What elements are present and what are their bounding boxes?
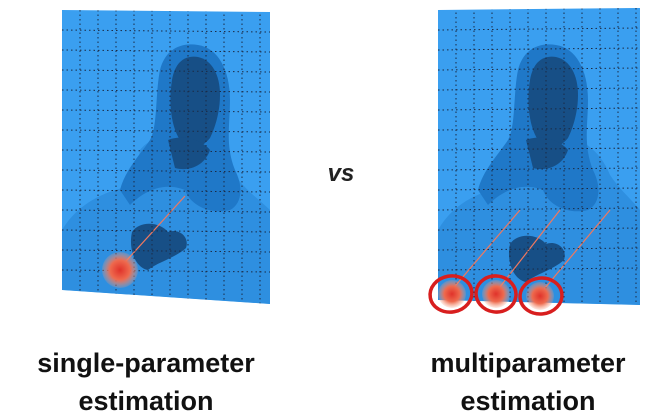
multiparameter-illustration [428, 8, 640, 316]
multiparameter-panel [410, 0, 640, 320]
grid-lines [438, 8, 640, 305]
uncertainty-ring-1 [428, 274, 474, 314]
grid-lines [62, 10, 270, 304]
uncertainty-ring-2 [474, 274, 518, 314]
caption-line-2: estimation [460, 386, 596, 416]
portrait-silhouette [438, 8, 640, 305]
uncertainty-rings [428, 274, 564, 316]
single-parameter-panel [40, 0, 270, 320]
uncertainty-ring-3 [518, 276, 564, 316]
versus-label: vs [327, 160, 355, 187]
caption-line-1: single-parameter [37, 348, 255, 378]
probe-spot-2 [482, 280, 510, 308]
portrait-silhouette [62, 10, 270, 304]
caption-line-1: multiparameter [430, 348, 626, 378]
caption-line-2: estimation [78, 386, 214, 416]
probe-spot-3 [526, 282, 554, 310]
single-parameter-caption: single-parameter estimation [0, 344, 296, 420]
probe-spot-1 [438, 280, 466, 308]
single-parameter-illustration [62, 10, 270, 304]
probe-spot [102, 252, 138, 288]
multiparameter-caption: multiparameter estimation [378, 344, 660, 420]
probe-spots [438, 280, 554, 310]
